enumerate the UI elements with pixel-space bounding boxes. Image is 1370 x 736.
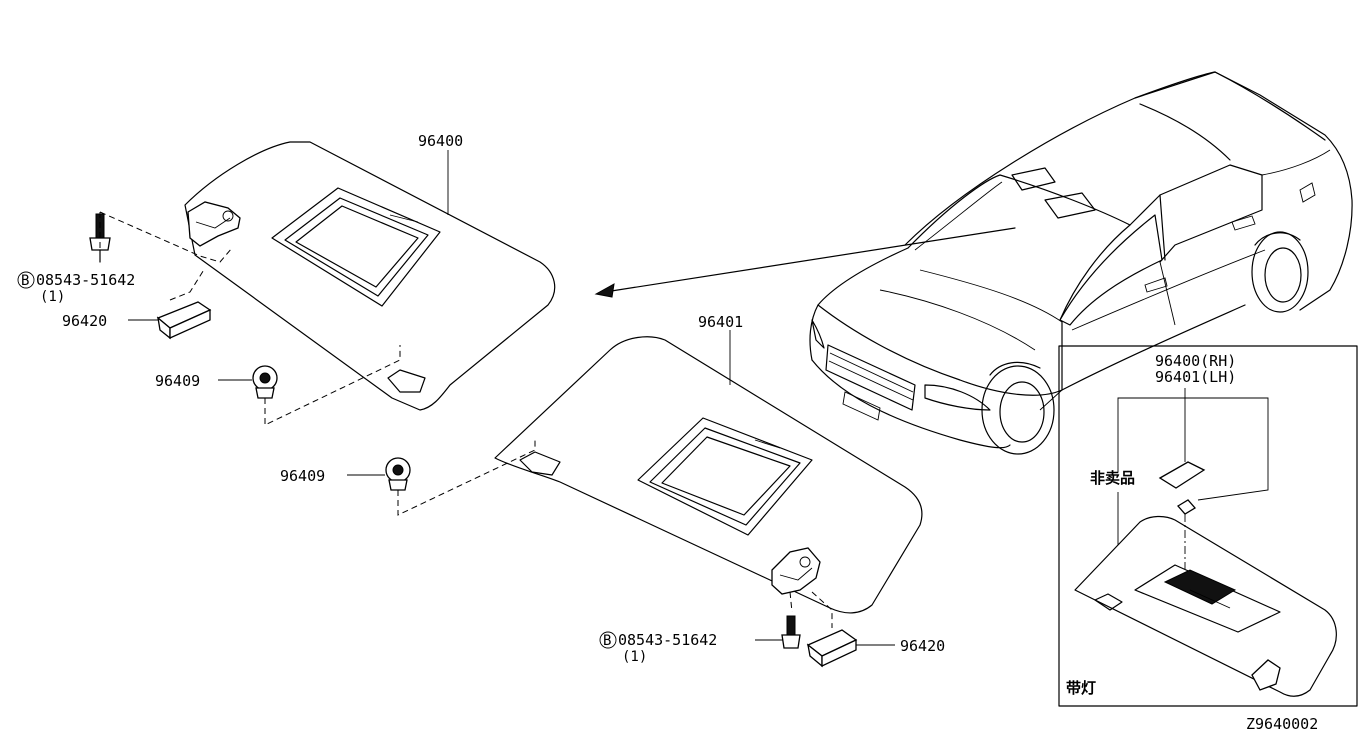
leader-lines — [128, 150, 895, 646]
label-bolt-top: 08543-51642 — [36, 271, 135, 289]
assembly-lines — [99, 211, 833, 628]
bolt-bottom-callout: B 08543-51642 (1) — [599, 631, 717, 665]
bolt-symbol-top: B — [21, 273, 29, 289]
label-inset-rh: 96400(RH) — [1155, 352, 1236, 370]
label-bolt-bottom: 08543-51642 — [618, 631, 717, 649]
diagram-code: Z9640002 — [1246, 715, 1318, 733]
sun-visor-rh — [184, 141, 556, 411]
label-96420-bottom: 96420 — [900, 637, 945, 655]
label-bolt-bottom-qty: (1) — [622, 649, 647, 665]
label-not-sold: 非卖品 — [1090, 469, 1135, 487]
label-inset-lh: 96401(LH) — [1155, 368, 1236, 386]
label-96401: 96401 — [698, 313, 743, 331]
bolt-symbol-bottom: B — [603, 633, 611, 649]
bolt-bottom — [781, 615, 801, 649]
clip-96409-top — [252, 365, 278, 399]
cover-96420-bottom — [806, 629, 858, 668]
label-with-lamp: 带灯 — [1066, 679, 1096, 697]
label-bolt-top-qty: (1) — [40, 289, 65, 305]
direction-arrow — [594, 227, 1016, 298]
label-96400: 96400 — [418, 132, 463, 150]
car-illustration — [809, 71, 1353, 455]
sun-visor-lh — [494, 336, 923, 614]
clip-96409-bottom — [385, 457, 411, 491]
label-96409-bottom: 96409 — [280, 467, 325, 485]
bolt-top-callout: B 08543-51642 (1) — [17, 271, 135, 305]
cover-96420-top — [156, 301, 212, 340]
label-96409-top: 96409 — [155, 372, 200, 390]
label-96420-top: 96420 — [62, 312, 107, 330]
inset-box: 96400(RH) 96401(LH) 非卖品 带灯 — [1039, 345, 1358, 707]
